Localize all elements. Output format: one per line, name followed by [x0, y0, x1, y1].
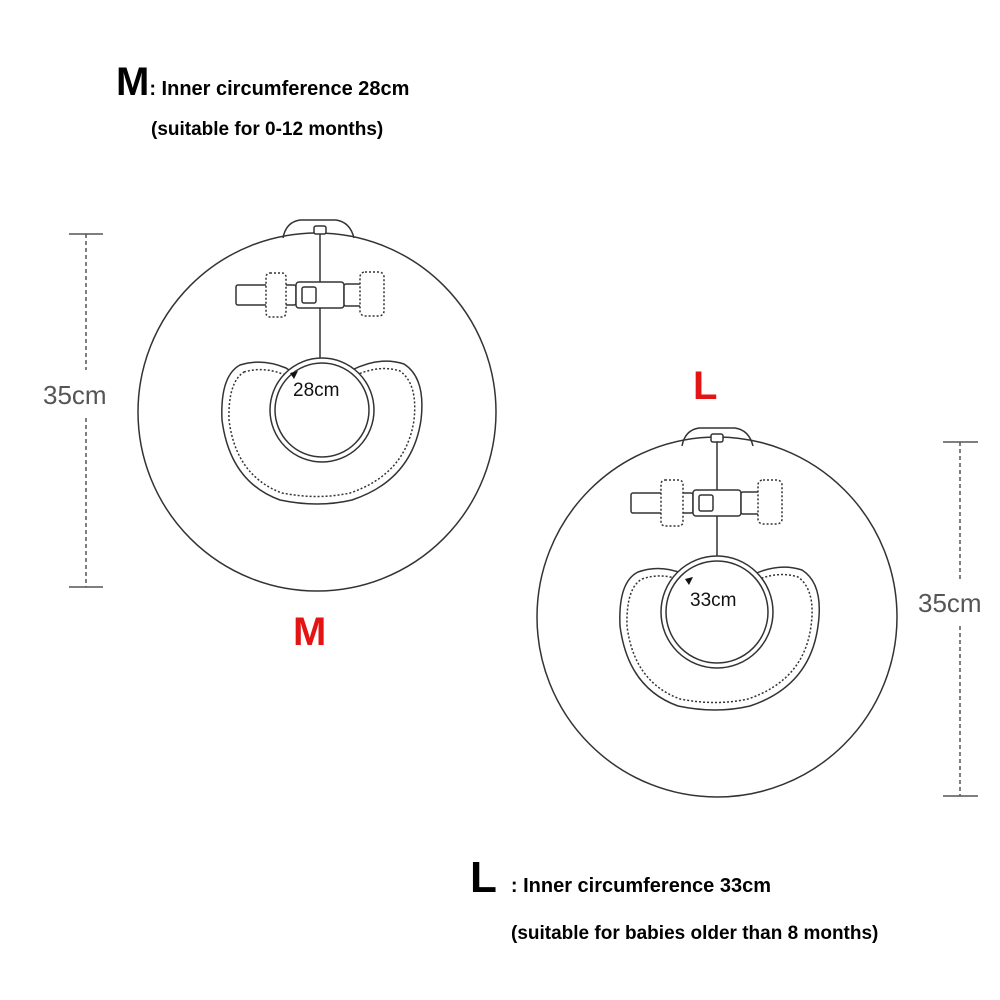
m-info-heading: M: Inner circumference 28cm [116, 62, 409, 102]
l-ring [536, 427, 898, 798]
l-height-dimension [943, 441, 978, 797]
m-height-label: 35cm [43, 380, 107, 410]
m-ring-tab [282, 219, 355, 239]
l-info-text: : Inner circumference 33cm [510, 875, 772, 897]
m-info-subtitle: (suitable for 0-12 months) [151, 119, 384, 140]
l-info-letter: L [470, 853, 497, 902]
l-inner-hole [660, 555, 774, 669]
l-height-label: 35cm [918, 588, 982, 618]
l-inner-label: 33cm [690, 590, 737, 611]
m-height-dimension [69, 233, 103, 588]
l-size-label: L [693, 364, 718, 408]
m-buckle [235, 271, 385, 318]
l-info-subtitle: (suitable for babies older than 8 months… [511, 923, 879, 944]
m-info-text: : Inner circumference 28cm [149, 78, 410, 100]
l-buckle [630, 479, 783, 527]
m-inner-label: 28cm [293, 380, 340, 401]
l-ring-tab [681, 427, 754, 447]
l-info-heading: L : Inner circumference 33cm [470, 856, 771, 900]
m-size-label: M [293, 610, 327, 654]
m-info-letter: M [116, 60, 150, 104]
m-inner-hole [269, 357, 375, 463]
m-ring [137, 219, 497, 592]
